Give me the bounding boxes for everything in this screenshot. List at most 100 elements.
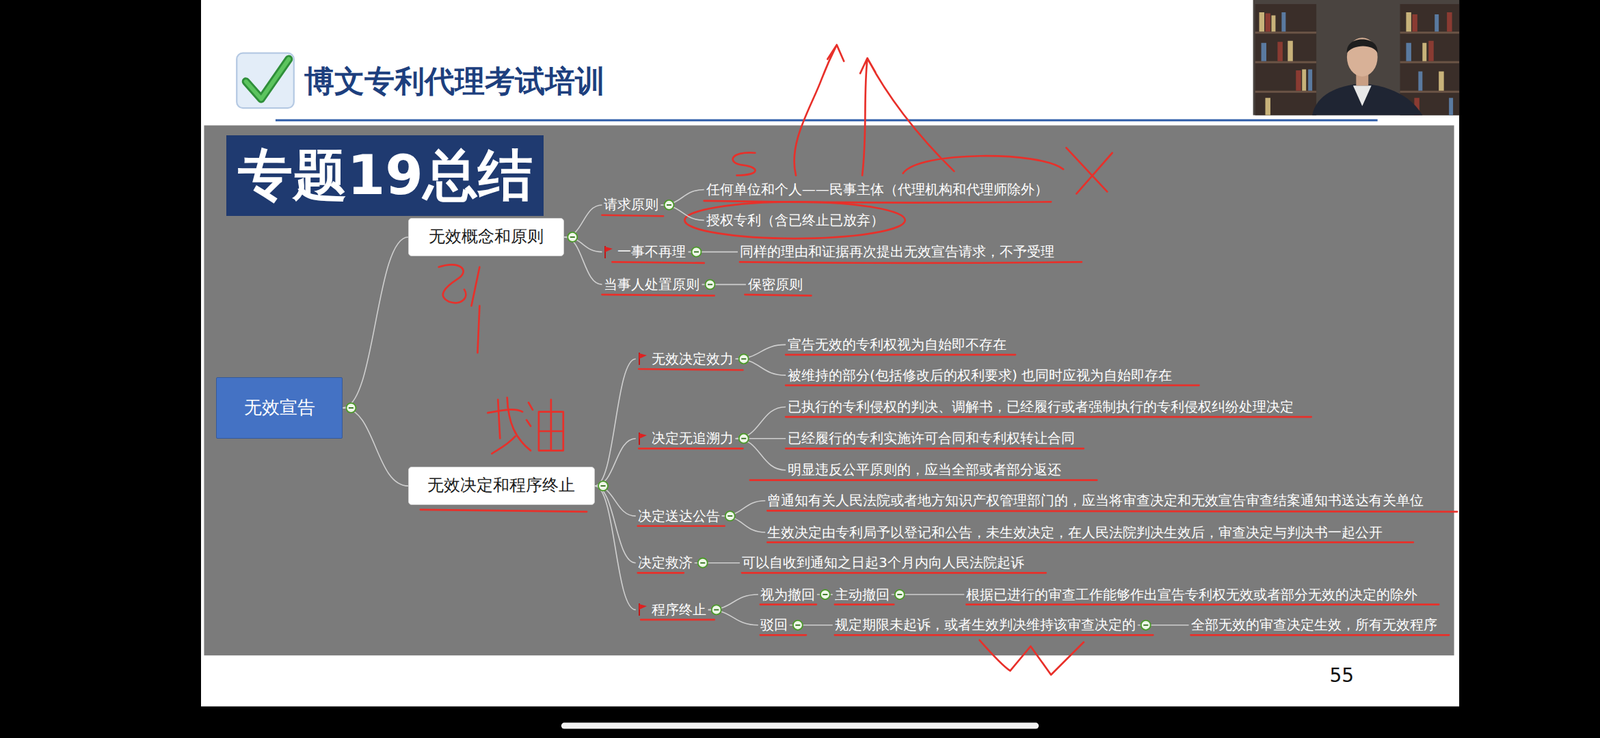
topic-text: 无效决定效力 [651,351,734,368]
flag-icon [637,432,648,446]
topic-text-group: 一事不再理 [617,244,686,260]
mindmap-branch [594,358,636,487]
flag-icon [637,603,648,617]
topic-text: 无效宣告 [244,397,316,419]
subtopic: 决定救济 [635,553,695,573]
topic-text-group: 主动撤回 [834,587,890,604]
mindmap-branch [687,251,738,253]
collapse-icon [704,279,715,290]
book-spines [1261,12,1454,116]
topic-text-group: 已经履行的专利实施许可合同和专利权转让合同 [787,430,1075,447]
logo-check [246,59,290,100]
subtopic: 全部无效的审查决定生效，所有无效程序 [1189,616,1440,635]
mindmap-branch [735,438,786,440]
topic-text-group: 保密原则 [748,276,803,293]
mindmap-branch [342,237,409,409]
subtopic: 规定期限未起诉，或者生效判决维持该审查决定的 [832,616,1138,635]
subtopic: 明显违反公平原则的，应当全部或者部分返还 [785,460,1064,480]
topic-text: 当事人处置原则 [603,276,700,293]
topic-text: 请求原则 [603,196,659,213]
topic-text-group: 已执行的专利侵权的判决、调解书，已经履行或者强制执行的专利侵权纠纷处理决定 [787,399,1294,416]
topic-text: 任何单位和个人——民事主体（代理机构和代理师除外） [706,181,1049,198]
subtopic: 当事人处置原则 [601,275,702,295]
topic-text-group: 视为撤回 [760,587,816,604]
collapse-minus [795,624,800,627]
page-number: 55 [1329,665,1355,688]
collapse-icon [663,200,674,210]
collapse-minus [822,594,828,596]
topic-text-group: 决定送达公告 [637,508,720,525]
topic-text-group: 请求原则 [603,196,659,213]
topic-text-group: 被维持的部分(包括修改后的权利要求) 也同时应视为自始即存在 [787,367,1172,384]
collapse-icon [725,511,736,522]
topic-text-group: 当事人处置原则 [603,276,700,293]
subtopic: 无效决定效力 [635,350,736,369]
topic-text: 一事不再理 [617,244,686,260]
topic-text: 全部无效的审查决定生效，所有无效程序 [1191,617,1438,634]
slide-page [201,0,1460,708]
subtopic: 已经履行的专利实施许可合同和专利权转让合同 [785,429,1077,448]
topic-text-group: 授权专利（含已终止已放弃） [706,212,885,229]
collapse-circle [1141,620,1151,631]
collapse-minus [741,358,746,360]
topic-text-group: 决定无追溯力 [651,430,734,447]
collapse-circle [698,558,708,569]
flag-cloth [605,246,613,253]
topic-text-group: 无效宣告 [244,397,316,419]
book-spines [1265,12,1453,116]
topic-text-group: 无效概念和原则 [428,227,544,247]
collapse-icon [1141,620,1151,631]
collapse-icon [698,558,708,569]
flag-icon [637,352,648,366]
subtopic: 宣告无效的专利权视为自始即不存在 [785,335,1009,355]
subtopic: 主动撤回 [832,585,892,605]
collapse-minus [348,407,354,409]
topic-text: 同样的理由和证据再次提出无效宣告请求，不予受理 [739,244,1055,260]
mindmap-branch [694,562,740,565]
topic-text: 明显违反公平原则的，应当全部或者部分返还 [787,462,1062,478]
topic-text-group: 宣告无效的专利权视为自始即不存在 [787,337,1007,353]
subtopic: 可以自收到通知之日起3个月内向人民法院起诉 [739,553,1027,573]
collapse-icon [711,605,722,615]
collapse-icon [895,590,905,600]
topic-text-group: 无效决定效力 [651,351,734,368]
collapse-circle [691,247,701,258]
presenter-shirt [1353,85,1372,106]
subtopic: 已执行的专利侵权的判决、调解书，已经履行或者强制执行的专利侵权纠纷处理决定 [785,397,1296,417]
collapse-icon [739,354,749,364]
topic-text-group: 全部无效的审查决定生效，所有无效程序 [1191,617,1438,634]
logo-check-highlight [246,59,290,100]
root-topic: 无效宣告 [216,377,343,439]
subtopic: 同样的理由和证据再次提出无效宣告请求，不予受理 [737,242,1057,262]
collapse-circle [567,232,578,243]
collapse-icon [691,247,701,258]
collapse-circle [711,605,722,615]
subtopic: 授权专利（含已终止已放弃） [704,211,887,230]
topic-text: 无效决定和程序终止 [427,476,576,496]
topic-text: 宣告无效的专利权视为自始即不存在 [787,337,1007,353]
topic-text-group: 任何单位和个人——民事主体（代理机构和代理师除外） [706,181,1049,198]
topic-text: 根据已进行的审查工作能够作出宣告专利权无效或者部分无效的决定的除外 [966,587,1418,604]
collapse-circle [663,200,674,210]
mindmap-branch [564,205,602,238]
presenter-hair [1347,38,1378,53]
collapse-circle [793,620,803,631]
collapse-minus [707,283,713,286]
main-topic: 无效概念和原则 [408,218,565,256]
topic-text: 已经履行的专利实施许可合同和专利权转让合同 [787,430,1075,447]
collapse-icon [567,232,578,243]
handwritten-underline [420,201,1458,636]
topic-text: 决定救济 [637,555,693,571]
topic-text-group: 程序终止 [651,602,707,619]
subtopic: 根据已进行的审查工作能够作出宣告专利权无效或者部分无效的决定的除外 [964,585,1420,605]
collapse-minus [666,204,672,206]
topic-text: 生效决定由专利局予以登记和公告，未生效决定，在人民法院判决生效后，审查决定与判决… [767,525,1383,541]
mindmap-panel [203,125,1454,656]
collapse-icon [345,403,356,413]
topic-text-group: 无效决定和程序终止 [427,476,576,496]
mindmap-branch [342,408,409,487]
subtopic: 决定无追溯力 [635,429,736,448]
topic-text: 程序终止 [651,602,707,619]
topic-text: 视为撤回 [760,587,816,604]
